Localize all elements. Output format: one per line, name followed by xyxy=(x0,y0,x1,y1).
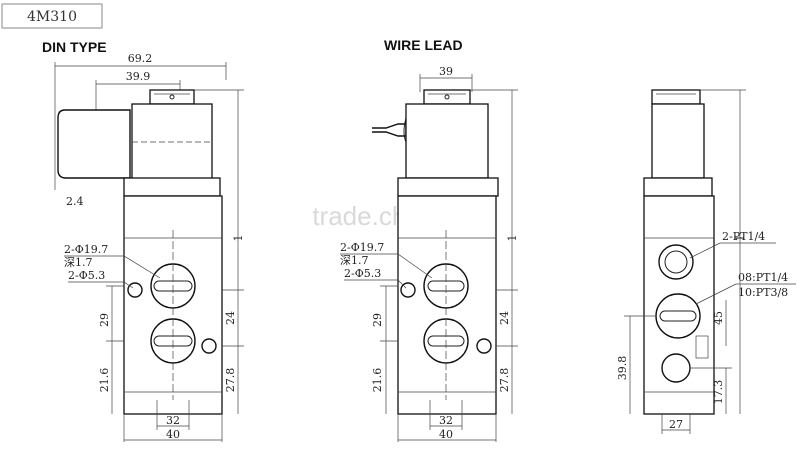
din-dim-height-partial: 1 xyxy=(232,235,245,242)
wire-lead-title: WIRE LEAD xyxy=(384,37,463,53)
wire-dim-right-spacing: 24 xyxy=(498,311,511,325)
din-dim-right-lower: 27.8 xyxy=(224,368,237,393)
wire-base-plate xyxy=(397,177,499,197)
side-dim-height-b: 39.8 xyxy=(616,356,629,381)
side-base-plate xyxy=(643,177,713,197)
wire-dim-depth: 深1.7 xyxy=(340,254,369,267)
din-dim-spacing: 29 xyxy=(98,313,111,327)
side-view: 2-PT1/4 08:PT1/4 10:PT3/8 1 45 17.3 39.8… xyxy=(616,89,796,434)
wire-dim-coil-width: 39 xyxy=(439,65,453,78)
din-valve-body xyxy=(123,195,223,415)
din-dim-overall-width: 69.2 xyxy=(128,52,153,65)
side-dim-port-top: 2-PT1/4 xyxy=(722,230,765,243)
wire-dim-body-width: 40 xyxy=(439,428,453,441)
din-dim-hole-large: 2-Φ19.7 xyxy=(64,243,108,256)
wire-valve-body xyxy=(397,195,497,415)
side-dim-width: 27 xyxy=(669,418,683,431)
din-mount-hole-right xyxy=(201,338,217,354)
side-valve-body xyxy=(643,195,715,415)
din-coil xyxy=(131,103,213,183)
din-dim-lower: 21.6 xyxy=(98,368,111,393)
wire-dim-hole-small: 2-Φ5.3 xyxy=(344,267,381,280)
wire-dim-lower: 21.6 xyxy=(371,368,384,393)
din-dim-right-spacing: 24 xyxy=(224,311,237,325)
side-dim-height-c: 17.3 xyxy=(712,380,725,405)
din-dim-depth: 深1.7 xyxy=(64,256,93,269)
wire-mount-hole-right xyxy=(476,338,492,354)
wire-coil xyxy=(405,103,489,179)
wire-lead-view: WIRE LEAD 39 2-Φ19.7 深1.7 2-Φ5.3 xyxy=(340,37,519,442)
din-coil-cap xyxy=(149,89,195,105)
side-dim-port-mid-b: 10:PT3/8 xyxy=(738,286,788,299)
side-dim-port-mid-a: 08:PT1/4 xyxy=(738,271,788,284)
din-base-plate xyxy=(123,177,221,197)
wire-dim-spacing: 29 xyxy=(371,313,384,327)
wire-coil-cap xyxy=(423,89,471,105)
side-coil-cap xyxy=(651,89,701,105)
wire-dim-right-lower: 27.8 xyxy=(498,368,511,393)
din-type-title: DIN TYPE xyxy=(42,39,107,55)
side-dim-height-partial: 1 xyxy=(734,235,747,242)
din-type-view: DIN TYPE 69.2 39.9 2.4 2- xyxy=(42,39,245,442)
din-dim-body-width: 40 xyxy=(166,428,180,441)
din-dim-coil-offset: 39.9 xyxy=(126,70,151,83)
din-dim-height-label: 2.4 xyxy=(66,195,84,208)
din-dim-hole-small: 2-Φ5.3 xyxy=(68,269,105,282)
side-port-top xyxy=(658,244,694,280)
wire-dim-hole-large: 2-Φ19.7 xyxy=(340,241,384,254)
model-tag-frame xyxy=(1,3,103,29)
wire-dim-port-pitch: 32 xyxy=(439,414,453,427)
din-dim-port-pitch: 32 xyxy=(166,414,180,427)
model-label: 4M310 xyxy=(27,9,77,25)
side-dim-height-a: 45 xyxy=(712,311,725,325)
side-label-plate xyxy=(695,335,709,359)
wire-lead xyxy=(372,123,407,137)
wire-dim-height-partial: 1 xyxy=(506,235,519,242)
din-connector xyxy=(57,109,131,179)
din-mount-hole-left xyxy=(127,282,143,298)
wire-mount-hole-left xyxy=(400,282,416,298)
side-coil xyxy=(651,103,705,179)
